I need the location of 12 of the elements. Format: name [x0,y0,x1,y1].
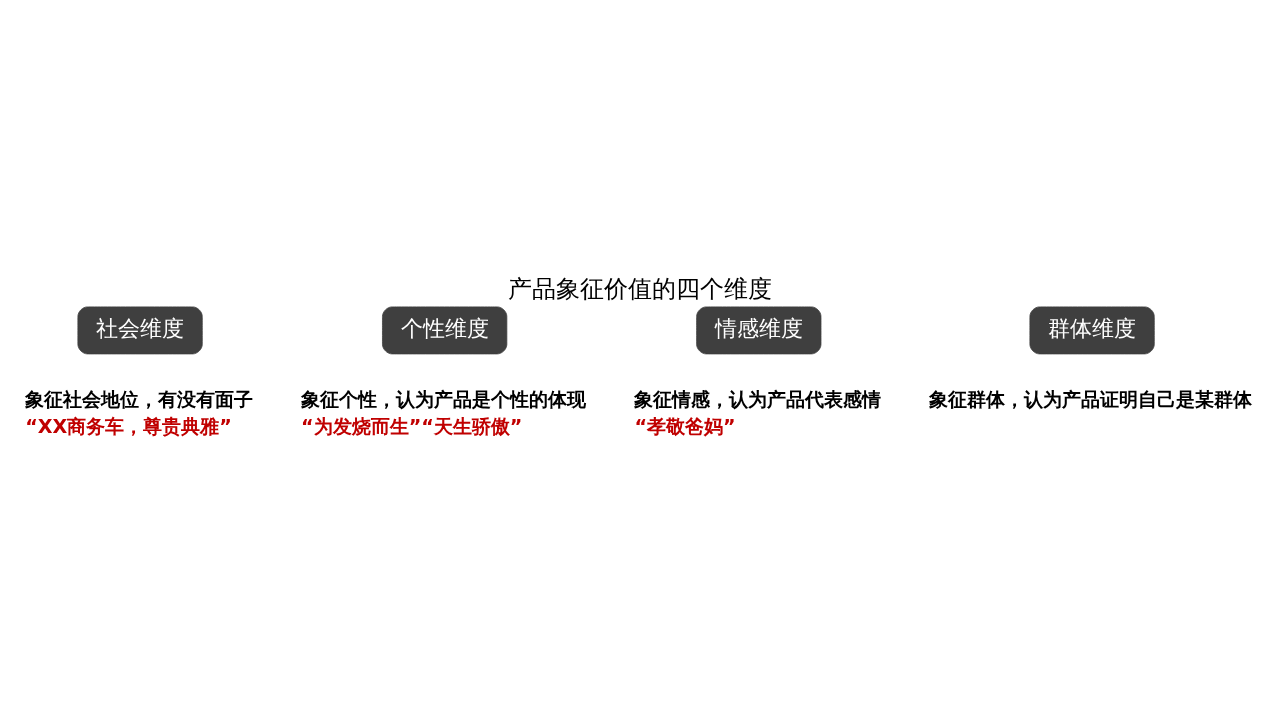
node-label: 象征情感，认为产品代表感情 [634,387,882,411]
node-box: 社会维度 [77,306,203,354]
node-label: 象征个性，认为产品是个性的体现 [301,387,587,411]
node-label: “XX商务车，尊贵典雅” [25,414,232,438]
node-box: 个性维度 [382,306,508,354]
node-label: “孝敬爸妈” [634,414,736,438]
node-label: 象征社会地位，有没有面子 [25,387,254,411]
node-box: 群体维度 [1029,306,1155,354]
node-label: 象征群体，认为产品证明自己是某群体 [929,387,1253,411]
diagram-title: 产品象征价值的四个维度 [508,274,772,303]
node-label: “为发烧而生”“天生骄傲” [301,414,523,438]
node-box: 情感维度 [696,306,822,354]
